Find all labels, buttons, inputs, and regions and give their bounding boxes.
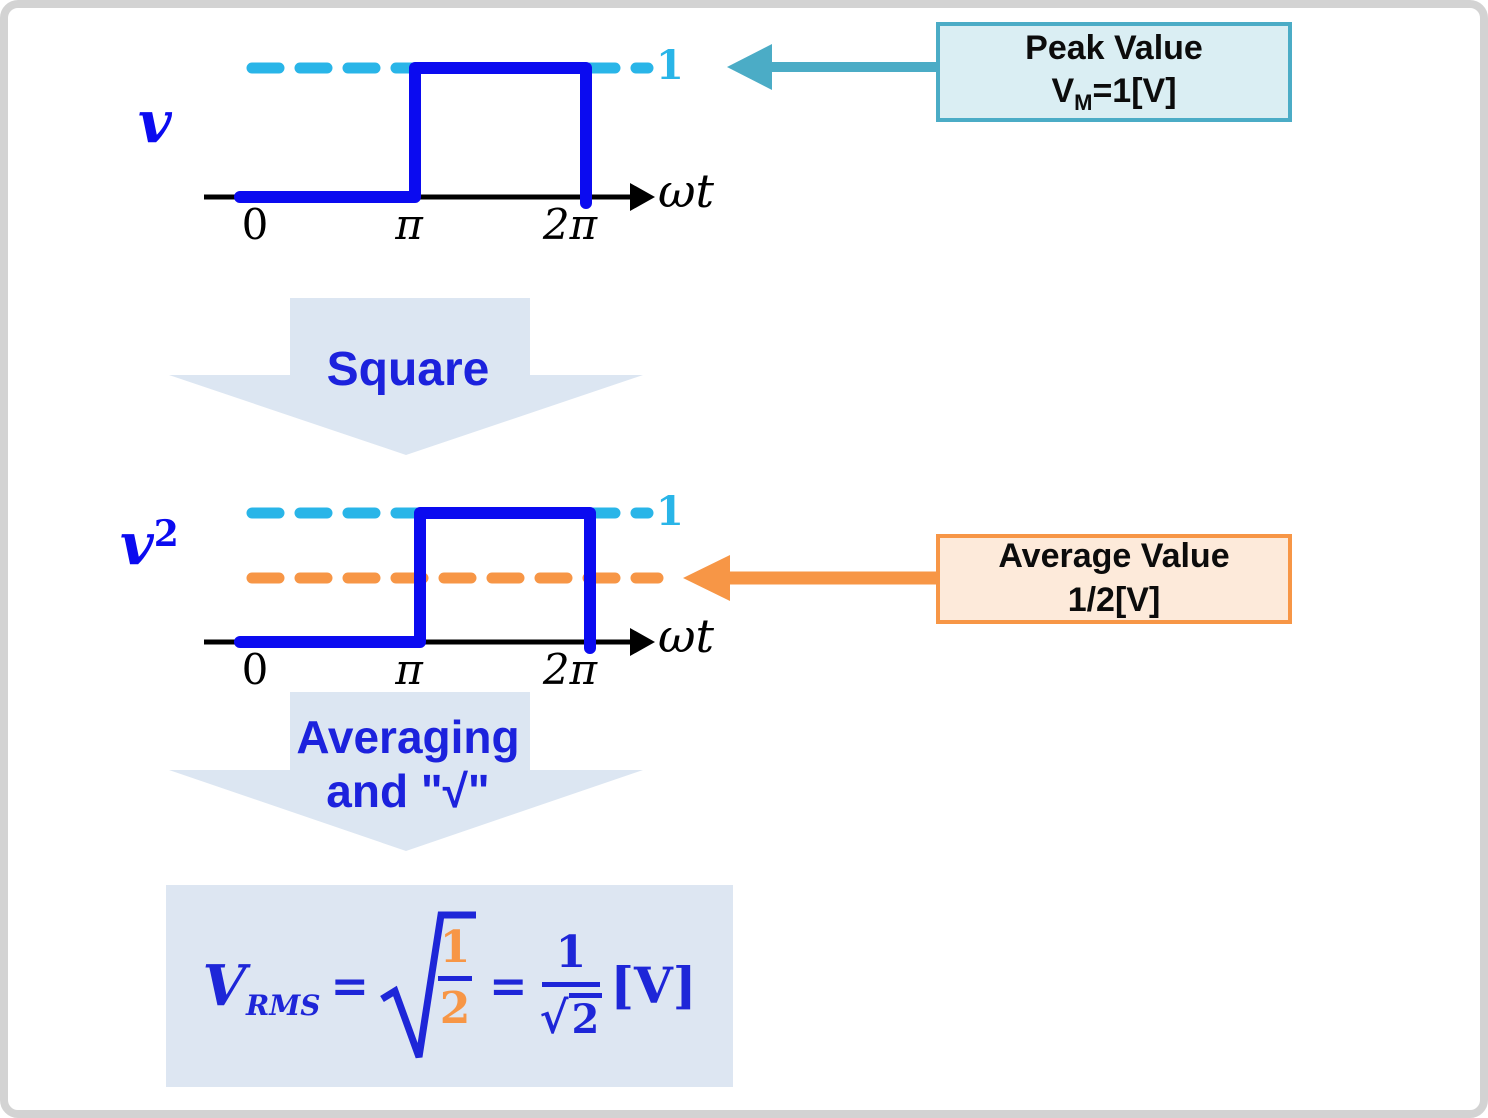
graph1-peak-tick-label: 1 xyxy=(656,42,684,89)
fraction2-numerator: 1 xyxy=(555,926,587,978)
fraction1-bar xyxy=(438,976,473,982)
small-radical-sign: √ xyxy=(539,993,569,1045)
graph1-x-axis-arrowhead xyxy=(630,183,655,211)
graph2-tick-pi: π xyxy=(395,645,423,694)
average-callout-title: Average Value xyxy=(998,537,1230,576)
graph1-tick-0: 0 xyxy=(241,200,269,249)
formula-unit: [V] xyxy=(610,956,697,1015)
average-value-callout: Average Value 1/2[V] xyxy=(936,534,1292,624)
sqrt-one-half: 1 2 xyxy=(379,907,479,1065)
graph1-tick-pi: π xyxy=(395,200,423,249)
peak-callout-title: Peak Value xyxy=(1025,28,1203,67)
peak-value-rest: =1[V] xyxy=(1092,72,1177,111)
peak-value-subscript: M xyxy=(1074,90,1093,116)
graph2-waveform xyxy=(234,507,596,654)
formula-variable-subscript: RMS xyxy=(246,989,321,1022)
radical-sign xyxy=(380,911,477,1059)
graph1-y-label: v xyxy=(138,88,172,156)
graph2-y-label-exponent: 2 xyxy=(153,513,179,555)
graph1-tick-2pi: 2π xyxy=(542,200,598,249)
graph2-y-label: v2 xyxy=(120,510,179,578)
small-radical-argument: 2 xyxy=(568,993,603,1042)
averaging-arrow-line1: Averaging xyxy=(296,711,520,763)
peak-callout-value: VM=1[V] xyxy=(1051,70,1176,117)
square-arrow-label: Square xyxy=(326,343,490,396)
average-arrow-head xyxy=(683,555,730,601)
formula-equals-1: = xyxy=(330,959,370,1013)
square-down-arrow xyxy=(169,298,643,455)
average-callout-value: 1/2[V] xyxy=(1067,581,1161,619)
averaging-arrow-label: Averaging and "√" xyxy=(238,710,578,818)
fraction1-denominator: 2 xyxy=(439,983,471,1035)
formula-variable-base: V xyxy=(202,953,246,1019)
peak-arrow-head xyxy=(727,44,772,90)
peak-value-symbol: V xyxy=(1051,72,1075,111)
graph2-tick-2pi: 2π xyxy=(542,645,598,694)
graph1-x-axis-label: ωt xyxy=(658,164,714,218)
formula-equals-2: = xyxy=(489,959,528,1013)
rms-formula: V RMS = 1 2 = 1 √ 2 xyxy=(166,885,733,1087)
fraction2-denominator: √ 2 xyxy=(540,993,603,1042)
fraction2-bar xyxy=(541,982,600,988)
averaging-down-arrow xyxy=(169,692,643,851)
formula-panel: V RMS = 1 2 = 1 √ 2 xyxy=(166,885,733,1087)
fraction1-numerator: 1 xyxy=(439,922,471,973)
graph2-peak-tick-label: 1 xyxy=(656,488,684,535)
graph1-waveform xyxy=(234,62,592,209)
averaging-arrow-line2: and "√" xyxy=(326,765,490,817)
graph2-y-label-base: v xyxy=(120,510,154,578)
fraction-one-half: 1 2 xyxy=(435,922,475,1035)
fraction-one-over-sqrt2: 1 √ 2 xyxy=(540,926,603,1042)
peak-value-callout: Peak Value VM=1[V] xyxy=(936,22,1292,122)
graph2-tick-0: 0 xyxy=(241,645,269,694)
graph2-x-axis-label: ωt xyxy=(658,609,714,663)
graph2-x-axis-arrowhead xyxy=(630,628,655,656)
formula-variable: V RMS xyxy=(202,953,321,1020)
